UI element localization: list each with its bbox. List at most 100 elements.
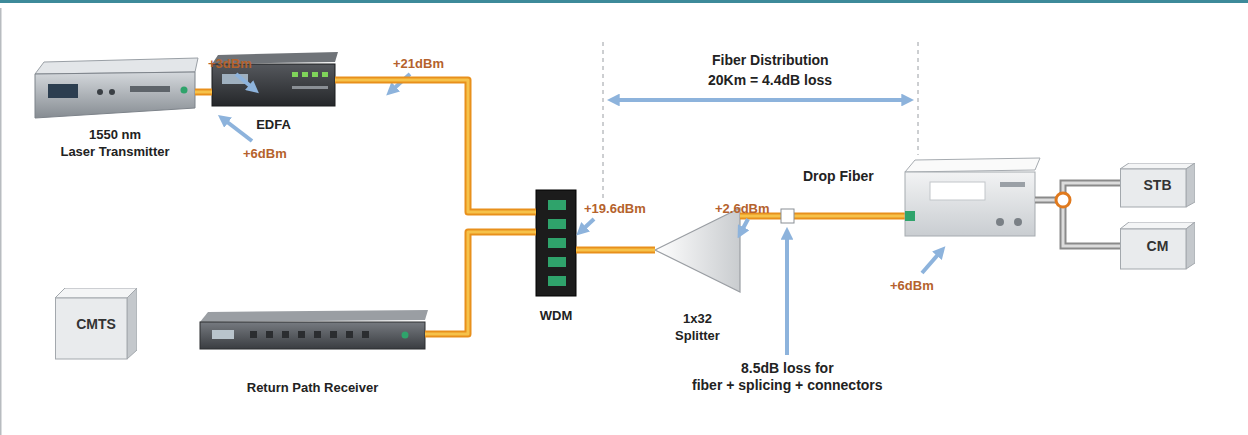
fiber-outer — [425, 232, 536, 334]
wdm-port — [548, 257, 566, 267]
device-port — [282, 331, 289, 338]
annotation-label: fiber + splicing + connectors — [692, 377, 883, 394]
power-level-callout: +3dBm — [208, 55, 252, 72]
callout-arrow — [785, 232, 789, 355]
left-rule — [0, 8, 2, 435]
device-port — [346, 331, 353, 338]
box-face — [1120, 222, 1195, 229]
node-label: 1x32 Splitter — [666, 310, 730, 344]
box-face — [55, 288, 137, 298]
device-port — [314, 331, 321, 338]
wdm-illustration — [536, 190, 576, 296]
span-arrow — [612, 98, 909, 102]
node-label: 1550 nm — [89, 126, 141, 143]
coax-wiring — [1035, 183, 1120, 246]
optical-splitter: 1x32 Splitter — [655, 208, 740, 346]
top-rule — [0, 0, 1248, 3]
box-face — [56, 298, 128, 359]
device-port — [330, 331, 337, 338]
box-face — [1186, 222, 1195, 269]
box-face — [127, 288, 137, 359]
wdm-unit: WDM — [536, 190, 576, 326]
wdm-port — [548, 219, 566, 229]
laser-transmitter: 1550 nmLaser Transmitter — [35, 58, 195, 162]
power-level-callout: +6dBm — [890, 277, 934, 294]
status-led — [312, 72, 318, 77]
box-face — [1121, 169, 1187, 207]
device-port — [266, 331, 273, 338]
node-label: CMTS — [76, 316, 116, 333]
device-port — [362, 331, 369, 338]
callout-arrow — [922, 250, 942, 273]
device-port — [298, 331, 305, 338]
wdm-panel — [536, 190, 576, 296]
device-top — [200, 310, 428, 322]
stb-box: STB — [1120, 163, 1195, 208]
node-label: STB — [1144, 177, 1172, 194]
callout-arrow — [580, 219, 594, 232]
device-port — [250, 331, 257, 338]
bracket-dashed-line — [918, 42, 919, 155]
device-top — [35, 58, 198, 74]
coax-inner — [1035, 183, 1120, 246]
fiber-outer — [335, 80, 536, 212]
callout-arrow — [740, 219, 748, 234]
device-port — [1014, 218, 1022, 226]
node-label: EDFA — [256, 116, 291, 133]
device-front — [200, 322, 425, 349]
power-level-callout: +21dBm — [393, 55, 444, 72]
annotation-label: 20Km = 4.4dB loss — [708, 72, 832, 89]
splice-connector — [781, 209, 794, 223]
fiber-inner — [195, 91, 212, 94]
fiber-outer — [576, 247, 655, 254]
device-knob — [97, 89, 103, 95]
power-level-callout: +2.6dBm — [715, 200, 770, 217]
device-port — [402, 332, 409, 339]
fiber-inner — [425, 232, 536, 334]
coax-outer — [1063, 183, 1120, 246]
device-display — [212, 330, 234, 339]
box-face — [1121, 229, 1187, 269]
fiber-port — [905, 211, 915, 221]
cm-box: CM — [1120, 222, 1195, 270]
splitter-triangle — [655, 208, 740, 292]
status-led — [302, 72, 308, 77]
wdm-port — [548, 200, 566, 210]
node-label: Return Path Receiver — [247, 379, 379, 396]
fiber-connector — [425, 232, 536, 334]
fiber-inner — [576, 249, 655, 252]
status-led — [322, 72, 328, 77]
node-label: WDM — [540, 307, 573, 324]
device-label-plate — [930, 182, 985, 200]
cmts-box: CMTS — [55, 288, 137, 360]
box-face — [1186, 163, 1195, 207]
power-level-callout: +19.6dBm — [584, 200, 646, 217]
fiber-connector — [576, 250, 655, 251]
device-detail — [292, 86, 328, 89]
callout-arrow — [236, 74, 255, 90]
return-path-receiver-illustration — [200, 310, 428, 349]
fiber-connector — [195, 92, 212, 93]
laser-transmitter-illustration — [35, 58, 198, 118]
callout-arrow — [222, 118, 252, 141]
device-panel — [130, 86, 170, 92]
device-top — [905, 158, 1040, 172]
bracket-dashed-line — [603, 42, 604, 198]
annotation-label: Fiber Distribution — [712, 52, 829, 69]
annotation-label: Drop Fiber — [803, 168, 874, 185]
ont-illustration — [905, 158, 1040, 236]
device-knob — [109, 89, 115, 95]
coax-splitter — [1056, 193, 1070, 207]
node-label: Laser Transmitter — [60, 143, 169, 160]
return-path-receiver: Return Path Receiver — [200, 318, 425, 398]
device-detail — [1000, 182, 1025, 187]
annotation-label: 8.5dB loss for — [741, 360, 834, 377]
wdm-port — [548, 276, 566, 286]
device-port — [996, 218, 1004, 226]
status-led — [292, 72, 298, 77]
box-face — [1120, 163, 1195, 169]
fiber-inner — [335, 80, 536, 212]
